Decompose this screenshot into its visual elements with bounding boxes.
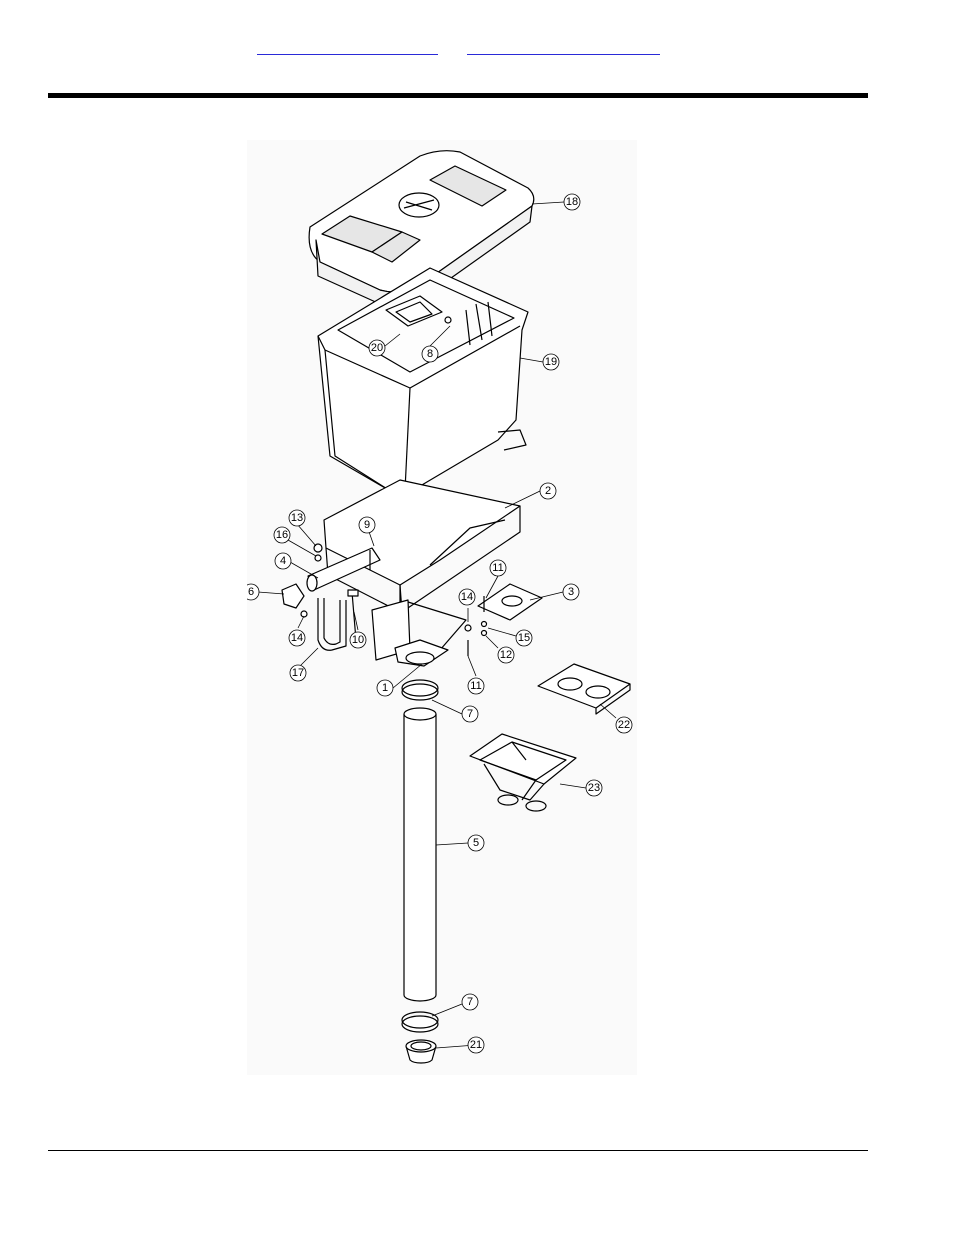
callout-14-left: 14 xyxy=(291,632,303,644)
u-bolt xyxy=(317,598,347,651)
hose-clamp-bottom xyxy=(401,1015,439,1033)
callout-5: 5 xyxy=(473,837,479,849)
callout-13: 13 xyxy=(291,512,303,524)
callout-3: 3 xyxy=(568,586,574,598)
callout-7-top: 7 xyxy=(467,708,473,720)
exploded-parts-diagram: 1 2 3 4 5 6 7 7 8 9 10 11 11 12 13 14 14… xyxy=(247,140,637,1075)
drop-tube xyxy=(403,707,437,1002)
header-link-1[interactable] xyxy=(257,42,438,55)
callout-4: 4 xyxy=(280,555,286,567)
hose-clamp-top xyxy=(401,683,439,701)
bolt-10 xyxy=(351,591,357,641)
callout-21: 21 xyxy=(470,1039,482,1051)
header-link-2[interactable] xyxy=(467,42,660,55)
clamp xyxy=(281,583,305,609)
callout-14-right: 14 xyxy=(461,591,473,603)
callout-8: 8 xyxy=(427,348,433,360)
tube-nozzle xyxy=(405,1039,437,1064)
callout-9: 9 xyxy=(364,519,370,531)
callout-20: 20 xyxy=(371,342,383,354)
callout-10: 10 xyxy=(352,634,364,646)
header-rule xyxy=(48,93,868,98)
footer-rule xyxy=(48,1150,868,1151)
double-funnel xyxy=(469,733,577,812)
callout-17: 17 xyxy=(292,667,304,679)
callout-18: 18 xyxy=(566,196,578,208)
callout-12: 12 xyxy=(500,649,512,661)
callout-11-bottom: 11 xyxy=(470,680,481,692)
callout-15: 15 xyxy=(518,632,530,644)
callout-6: 6 xyxy=(248,586,254,598)
callout-23: 23 xyxy=(588,782,600,794)
callout-19: 19 xyxy=(545,356,557,368)
callout-11-top: 11 xyxy=(492,562,503,574)
callout-7-bottom: 7 xyxy=(467,996,473,1008)
callout-1: 1 xyxy=(382,682,388,694)
callout-16: 16 xyxy=(276,529,288,541)
callout-22: 22 xyxy=(618,719,630,731)
cover-plate xyxy=(477,583,543,621)
double-plate xyxy=(537,663,631,709)
shaft-tube xyxy=(306,547,381,592)
hopper-body xyxy=(317,267,529,493)
callout-2: 2 xyxy=(545,485,551,497)
